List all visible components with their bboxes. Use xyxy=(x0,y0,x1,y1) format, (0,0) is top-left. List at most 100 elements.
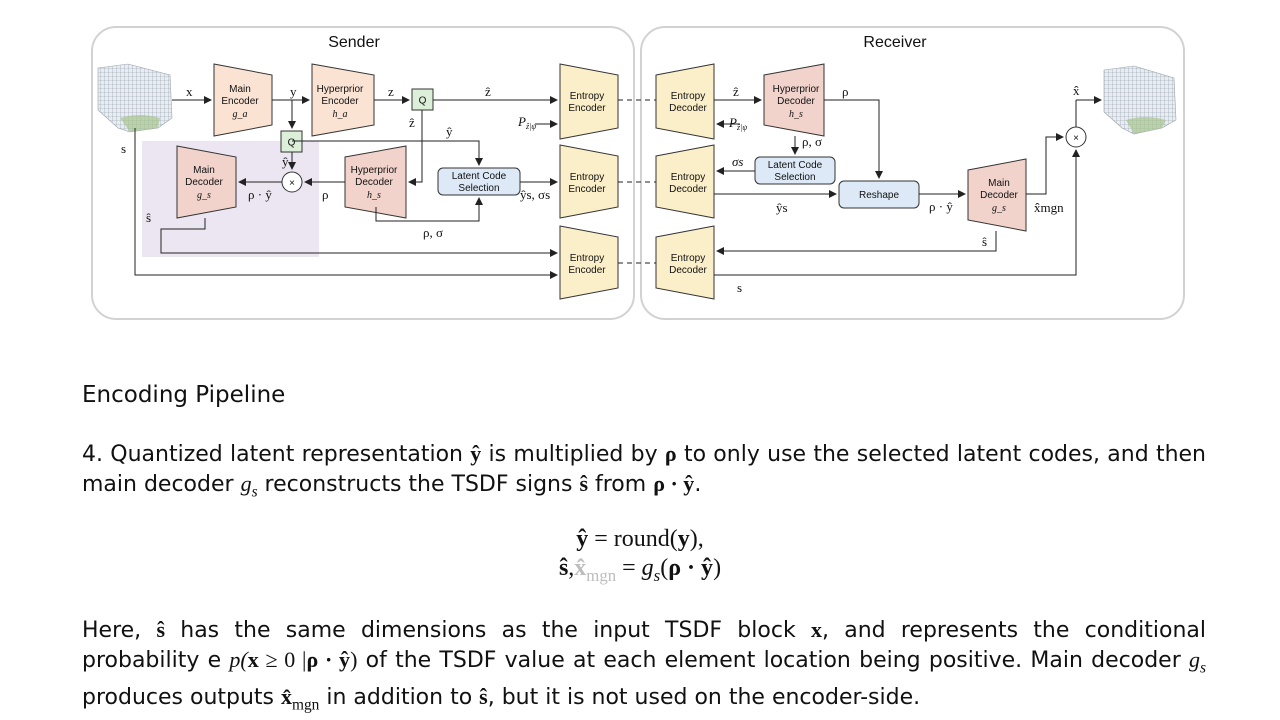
entropy-encoder-2-block xyxy=(559,144,619,219)
signal-s-receiver: s xyxy=(737,280,742,295)
eq2-x-hat: x̂ xyxy=(574,555,587,581)
signal-z-hat-branch: ẑ xyxy=(409,115,415,130)
eq2-comma: , xyxy=(568,555,575,581)
signal-sigma-s-receiver: σs xyxy=(732,154,743,169)
hyperprior-decoder-receiver-label-1: Hyperprior xyxy=(773,84,820,95)
entropy-encoder-3-block xyxy=(559,225,619,300)
main-decoder-receiver-label-1: Main xyxy=(988,178,1010,189)
main-encoder-label-2: Encoder xyxy=(221,96,259,107)
prior-p-receiver-sub: ẑ|ψ xyxy=(736,123,748,132)
multiply-sender-symbol: × xyxy=(289,178,295,189)
hyperprior-encoder-symbol: h_a xyxy=(333,109,348,120)
prior-p-sender-main: P xyxy=(517,114,526,129)
here-s-hat2: ŝ xyxy=(479,684,488,710)
eq2-eq: = xyxy=(616,555,642,581)
eq2-s-hat: ŝ xyxy=(558,555,569,581)
signal-z: z xyxy=(388,84,394,99)
channel-links xyxy=(618,99,656,264)
here-p3: , and represents the conditional probabi… xyxy=(82,618,1206,673)
signal-rho-y-sender: ρ · ŷ xyxy=(248,187,272,202)
entropy-decoder-1-label-2: Decoder xyxy=(669,103,707,114)
entropy-decoder-1-label-1: Entropy xyxy=(671,91,705,102)
step-mid3: reconstructs the TSDF signs xyxy=(257,472,580,497)
step-mid2: to only use the selected latent codes, a… xyxy=(82,442,1206,497)
step-prefix: 4. Quantized latent representation xyxy=(82,442,471,467)
entropy-decoder-1-block xyxy=(655,63,715,140)
hyperprior-decoder-sender-block xyxy=(344,145,407,219)
signal-y-hat-q: ŷ xyxy=(282,154,289,169)
signal-x-hat: x̂ xyxy=(1073,83,1080,98)
here-p4: of the TSDF value at each element locati… xyxy=(357,648,1189,673)
quantizer-mid-label: Q xyxy=(288,138,296,149)
hyperprior-encoder-label-2: Encoder xyxy=(321,96,359,107)
reshape-label: Reshape xyxy=(859,190,899,201)
lcs-receiver-label-1: Latent Code xyxy=(768,160,823,171)
here-p2: has the same dimensions as the input TSD… xyxy=(165,618,811,643)
signal-y-hat-branch: ŷ xyxy=(446,124,453,139)
receiver-connections xyxy=(714,96,1102,276)
main-encoder-symbol: g_a xyxy=(233,109,248,120)
signal-s-hat-sender: ŝ xyxy=(146,210,151,225)
signal-rho-sigma-receiver: ρ, σ xyxy=(802,134,822,149)
here-s-hat: ŝ xyxy=(156,617,165,642)
entropy-encoder-3-label-2: Encoder xyxy=(568,265,606,276)
prior-p-sender: Pẑ|ψ xyxy=(517,114,537,131)
main-decoder-sender-block xyxy=(176,145,237,219)
here-x-mgn-sub: mgn xyxy=(292,696,320,714)
entropy-encoder-3-label-1: Entropy xyxy=(570,253,604,264)
entropy-encoder-2-label-2: Encoder xyxy=(568,184,606,195)
entropy-decoder-2-block xyxy=(655,144,715,219)
prior-p-receiver-main: P xyxy=(728,115,737,130)
input-tsdf-thumbnail xyxy=(97,63,173,133)
main-encoder-block xyxy=(213,63,273,137)
main-decoder-sender-symbol: g_s xyxy=(197,190,211,201)
here-prob-open: p( xyxy=(229,647,248,672)
entropy-decoder-3-block xyxy=(655,225,715,300)
signal-rho-receiver: ρ xyxy=(842,84,849,99)
section-heading: Encoding Pipeline xyxy=(82,382,286,408)
here-prob-rho: ρ · ŷ xyxy=(306,647,351,672)
eq2-x-sub: mgn xyxy=(586,565,617,585)
signal-y-hat-sigma-sender: ŷs, σs xyxy=(520,187,550,202)
here-p7: , but it is not used on the encoder-side… xyxy=(487,685,921,711)
entropy-encoder-1-label-1: Entropy xyxy=(570,91,604,102)
hyperprior-decoder-receiver-block xyxy=(763,63,825,137)
hyperprior-decoder-receiver-symbol: h_s xyxy=(789,109,803,120)
step-rho-y: ρ · ŷ xyxy=(653,471,695,496)
lcs-sender-label-2: Selection xyxy=(458,183,499,194)
signal-z-hat-sender: ẑ xyxy=(485,84,491,99)
signal-x: x xyxy=(186,84,193,99)
signal-s-hat-receiver: ŝ xyxy=(982,234,987,249)
eq1-end: ), xyxy=(689,526,704,552)
step-y-hat: ŷ xyxy=(470,441,482,466)
multiply-receiver-symbol: × xyxy=(1073,133,1079,144)
step-mid4: from xyxy=(588,472,654,497)
quantizer-top-label: Q xyxy=(419,96,427,107)
here-p1: Here, xyxy=(82,618,157,643)
here-g: g xyxy=(1189,647,1200,672)
main-decoder-receiver-symbol: g_s xyxy=(992,203,1006,214)
sender-title: Sender xyxy=(328,34,380,51)
step-mid1: is multiplied by xyxy=(481,442,665,467)
reconstructed-tsdf-thumbnail xyxy=(1103,65,1177,135)
here-g-sub: s xyxy=(1200,659,1206,677)
signal-rho-sender: ρ xyxy=(322,187,329,202)
eq1-lhs: ŷ xyxy=(576,526,589,552)
main-decoder-receiver-block xyxy=(967,158,1027,232)
signal-x-hat-mgn: x̂mgn xyxy=(1034,200,1064,215)
entropy-decoder-2-label-2: Decoder xyxy=(669,184,707,195)
eq2-arg: ρ · ŷ xyxy=(668,555,714,581)
eq2-g-sub: s xyxy=(653,565,661,585)
signal-y-hat-s-receiver: ŷs xyxy=(776,200,788,215)
step-g: g xyxy=(240,471,252,496)
equation-line-1: ŷ = round(y), xyxy=(0,526,1280,553)
step-s-hat: ŝ xyxy=(579,471,588,496)
receiver-title: Receiver xyxy=(863,34,927,51)
hyperprior-encoder-label-1: Hyperprior xyxy=(317,84,364,95)
here-prob-mid: ≥ 0 | xyxy=(258,647,307,672)
signal-s-sender: s xyxy=(121,141,126,156)
hyperprior-decoder-receiver-label-2: Decoder xyxy=(777,96,815,107)
entropy-decoder-3-label-1: Entropy xyxy=(671,253,705,264)
hyperprior-decoder-sender-symbol: h_s xyxy=(367,190,381,201)
